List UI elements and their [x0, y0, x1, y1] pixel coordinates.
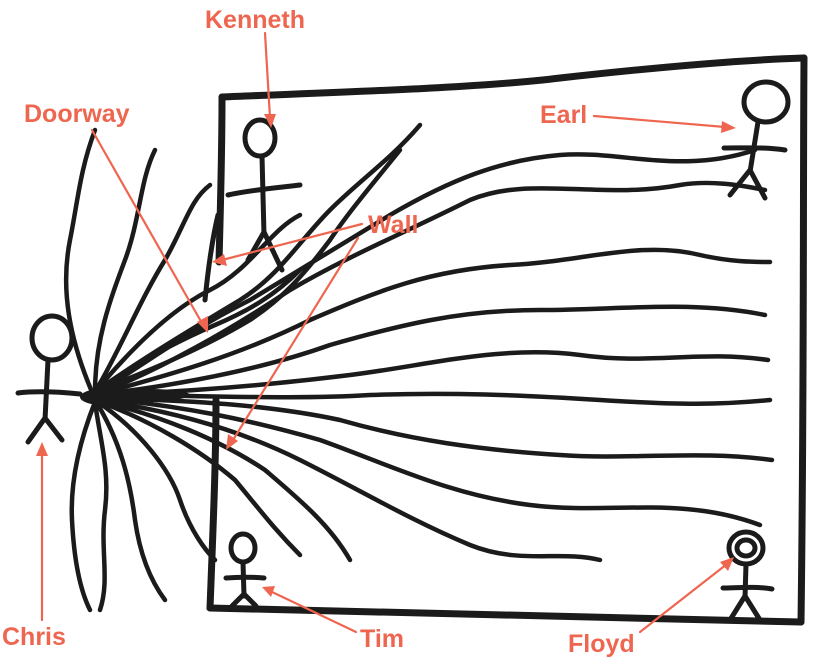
tim-label: Tim — [360, 627, 404, 652]
wave-line — [95, 400, 215, 560]
earl-arrow — [594, 116, 725, 127]
kenneth-label: Kenneth — [205, 8, 305, 33]
tim-figure — [226, 534, 264, 606]
wave-line — [95, 398, 760, 525]
wave-line — [72, 402, 95, 610]
radiating-lines — [66, 125, 772, 610]
doorway-label: Doorway — [24, 102, 130, 127]
room-right-wall — [801, 58, 804, 622]
kenneth-arrow — [265, 33, 270, 118]
chris-label: Chris — [2, 625, 66, 650]
floyd-figure — [723, 532, 772, 620]
room-bottom-wall — [210, 608, 801, 622]
wave-line — [95, 250, 770, 395]
chris-figure — [18, 316, 80, 442]
wave-line — [95, 402, 106, 610]
wave-line — [66, 130, 95, 392]
earl-label: Earl — [540, 103, 587, 128]
room-top-wall — [222, 58, 804, 97]
wave-line — [95, 400, 350, 560]
earl-arrow-head — [721, 121, 736, 133]
wave-line — [95, 125, 420, 392]
room-left-wall-upper — [219, 97, 222, 262]
chris-arrow-head — [36, 442, 48, 456]
wave-line — [95, 352, 768, 395]
wave-line — [95, 185, 210, 392]
wall-label: Wall — [368, 213, 418, 238]
room-left-wall-lower — [210, 400, 216, 608]
earl-figure — [724, 82, 788, 198]
doorway-knot — [110, 389, 190, 401]
floyd-label: Floyd — [568, 632, 635, 657]
